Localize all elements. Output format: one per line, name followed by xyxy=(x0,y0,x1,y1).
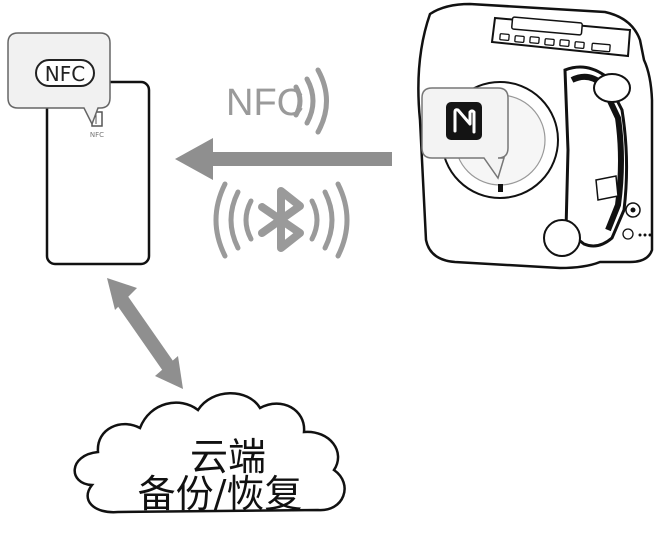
cloud-label-line2: 备份/恢复 xyxy=(138,472,303,516)
bluetooth-signal xyxy=(213,181,350,259)
bt-wave-left-2 xyxy=(228,189,241,251)
device-nfc-bubble xyxy=(421,87,509,192)
nfc-tag-marker xyxy=(498,184,503,192)
bt-wave-right-3 xyxy=(335,181,350,259)
cloud-label-line1: 云端 xyxy=(190,435,266,479)
nfc-signal: NFC xyxy=(226,67,329,135)
nfc-wave-2 xyxy=(304,76,316,126)
bt-wave-right-2 xyxy=(322,189,335,251)
gear-icon xyxy=(625,202,641,218)
power-icon xyxy=(622,228,652,240)
bluetooth-icon xyxy=(258,187,304,252)
control-buttons xyxy=(499,33,611,53)
phone-nfc-label: NFC xyxy=(45,62,85,86)
nfc-n-icon xyxy=(446,102,482,140)
bt-wave-right-1 xyxy=(309,198,320,242)
phone-nfc-bubble: NFC xyxy=(7,32,111,126)
sync-double-arrow xyxy=(107,278,183,389)
nfc-wave-1 xyxy=(293,84,303,118)
nfc-signal-label: NFC xyxy=(226,82,304,124)
bt-wave-left-3 xyxy=(213,181,228,259)
transfer-arrow xyxy=(175,138,392,180)
nfc-wave-3 xyxy=(315,67,329,135)
bt-wave-left-1 xyxy=(243,198,254,242)
svg-text:NFC: NFC xyxy=(90,131,104,139)
cloud: 云端 备份/恢复 xyxy=(73,392,346,516)
